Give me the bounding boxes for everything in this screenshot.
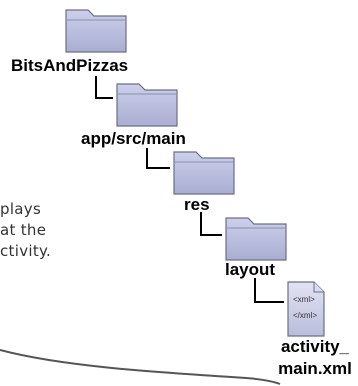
connector-root-main — [95, 76, 113, 99]
folder-label-layout: layout — [225, 260, 276, 279]
file-label-line2: main.xml — [278, 359, 352, 378]
folder-icon-layout — [225, 217, 287, 261]
folder-label-main: app/src/main — [81, 129, 186, 148]
connector-layout-file — [254, 278, 284, 303]
connector-main-res — [146, 148, 170, 169]
file-label-line1: activity_ — [280, 337, 350, 356]
note-line-1: plays — [0, 200, 42, 218]
xml-file-icon: <xml> </xml> — [287, 281, 325, 337]
tree-connectors — [95, 76, 284, 303]
folder-icon-res — [173, 151, 235, 195]
xml-close-tag: </xml> — [293, 311, 317, 320]
folder-icon-main — [116, 83, 178, 127]
folder-label-root: BitsAndPizzas — [11, 56, 129, 75]
xml-open-tag: <xml> — [293, 295, 315, 304]
note-bubble-outline — [0, 349, 281, 385]
folder-label-res: res — [184, 195, 210, 214]
note-line-3: ctivity. — [0, 242, 52, 260]
connector-res-layout — [200, 212, 222, 236]
note-line-2: at the — [0, 221, 47, 239]
folder-icon-root — [65, 9, 127, 53]
file-label: activity_ main.xml — [275, 336, 355, 380]
